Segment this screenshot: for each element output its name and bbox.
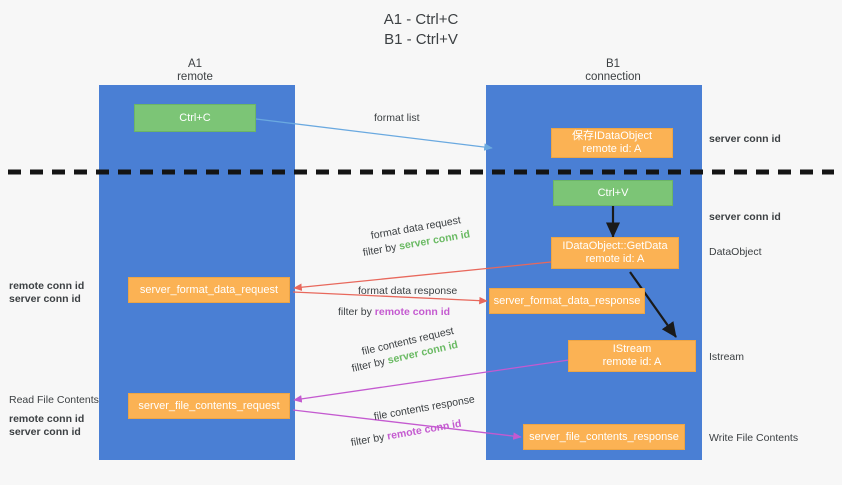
box-server-file-contents-request[interactable]: server_file_contents_request [128,393,290,419]
left-label-read-file-contents: Read File Contents [9,394,99,406]
page-title: A1 - Ctrl+C B1 - Ctrl+V [383,11,459,48]
box-ctrl-v[interactable]: Ctrl+V [553,180,673,206]
filter-key-remote-conn-id: remote conn id [386,417,463,443]
box-istream[interactable]: IStream remote id: A [568,340,696,372]
box-server-format-data-request-label: server_format_data_request [139,283,279,296]
box-server-file-contents-response-label: server_file_contents_response [529,430,679,443]
column-header-a1-sub: remote [177,71,213,83]
box-server-format-data-response-label: server_format_data_response [493,294,641,307]
left-label-remote-conn-id-2: remote conn id [9,413,85,425]
filter-prefix: filter by [361,240,401,259]
column-header-b1-sub: connection [585,71,641,83]
filter-prefix: filter by [350,354,390,375]
box-ctrl-c[interactable]: Ctrl+C [134,104,256,132]
right-label-istream: Istream [709,351,745,363]
filter-key-remote-conn-id: remote conn id [374,306,451,318]
box-ctrl-v-label: Ctrl+V [597,186,629,199]
edge-label-format-data-response: format data response [358,285,458,297]
right-label-server-conn-id-top: server conn id [709,133,781,145]
box-getdata-line1: IDataObject::GetData [562,240,668,252]
column-header-b1: B1 connection [553,58,673,84]
box-getdata-line2: remote id: A [585,253,645,265]
column-header-a1: A1 remote [140,58,250,84]
filter-prefix: filter by [349,430,389,449]
left-label-server-conn-id-2: server conn id [9,426,81,438]
box-getdata[interactable]: IDataObject::GetData remote id: A [551,237,679,269]
column-header-b1-name: B1 [605,58,621,70]
left-label-server-conn-id-1: server conn id [9,293,81,305]
left-label-remote-conn-id-1: remote conn id [9,280,85,292]
box-server-file-contents-request-label: server_file_contents_request [138,399,280,412]
box-istream-line1: IStream [612,343,652,355]
edge-label-format-data-response-filter: filter by remote conn id [338,305,450,319]
box-save-idataobject[interactable]: 保存IDataObject remote id: A [551,128,673,158]
box-save-idataobject-line2: remote id: A [582,143,642,155]
right-label-write-file-contents: Write File Contents [709,432,799,444]
box-server-format-data-request[interactable]: server_format_data_request [128,277,290,303]
box-server-format-data-response[interactable]: server_format_data_response [489,288,645,314]
filter-prefix: filter by [338,306,375,318]
box-save-idataobject-line1: 保存IDataObject [571,130,653,142]
column-header-a1-name: A1 [187,58,203,70]
box-ctrl-c-label: Ctrl+C [179,111,211,124]
right-label-server-conn-id-mid: server conn id [709,211,781,223]
edge-label-file-contents-response-filter: filter by remote conn id [350,417,463,450]
box-server-file-contents-response[interactable]: server_file_contents_response [523,424,685,450]
box-istream-line2: remote id: A [602,356,662,368]
right-label-dataobject: DataObject [709,246,762,258]
edge-label-format-list: format list [374,112,420,124]
